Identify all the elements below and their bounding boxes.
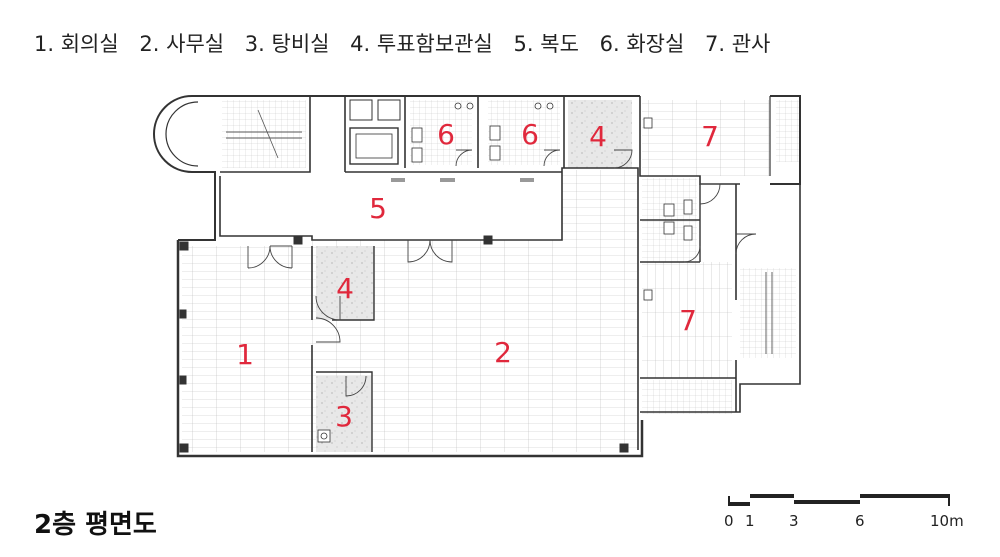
stairs: [222, 100, 796, 358]
legend-item-6: 6. 화장실: [599, 32, 685, 56]
room-label-2: 2: [494, 336, 512, 369]
legend-item-2: 2. 사무실: [139, 32, 225, 56]
scale-label-10m: 10m: [930, 512, 964, 530]
room-label-5: 5: [369, 192, 387, 225]
scale-label-6: 6: [855, 512, 865, 530]
room-label-6b: 6: [521, 118, 539, 151]
storage-room-fills: [316, 100, 632, 452]
room-label-7a: 7: [701, 120, 719, 153]
room-label-6a: 6: [437, 118, 455, 151]
room-label-3: 3: [335, 400, 353, 433]
scale-bar: [728, 494, 950, 506]
door-swings: [247, 149, 757, 397]
legend-item-4: 4. 투표함보관실: [350, 32, 493, 56]
room-label-1: 1: [236, 338, 254, 371]
scale-label-1: 1: [745, 512, 755, 530]
legend-item-3: 3. 탕비실: [244, 32, 330, 56]
room-label-4a: 4: [336, 272, 354, 305]
elevator: [349, 99, 401, 165]
scale-label-3: 3: [789, 512, 799, 530]
sanitary-fixtures: [317, 102, 693, 443]
legend-item-5: 5. 복도: [513, 32, 579, 56]
room-label-4b: 4: [589, 120, 607, 153]
legend-item-7: 7. 관사: [704, 32, 771, 56]
plan-title: 2층 평면도: [34, 510, 157, 540]
room-labels: 1 2 3 4 4 5 6 6 7 7: [236, 118, 719, 433]
room-legend: 1. 회의실 2. 사무실 3. 탕비실 4. 투표함보관실 5. 복도 6. …: [34, 28, 784, 58]
legend-item-1: 1. 회의실: [34, 32, 119, 56]
scale-label-0: 0: [724, 512, 734, 530]
room-label-7b: 7: [679, 304, 697, 337]
